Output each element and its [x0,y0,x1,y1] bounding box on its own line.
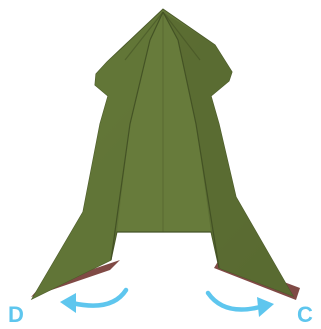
flap-label-c: C [297,304,313,326]
curved-arrow-left-icon [60,290,126,313]
curved-arrow-right-icon [208,293,274,317]
flap-label-d: D [8,304,24,326]
